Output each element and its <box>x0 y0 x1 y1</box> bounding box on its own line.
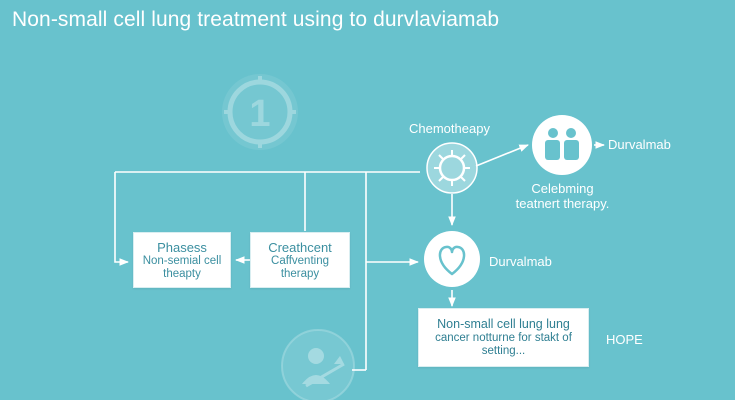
durvalmab-mid-label: Durvalmab <box>489 254 552 269</box>
creathcent-box: Creathcent Caffventing therapy <box>250 232 350 288</box>
creathcent-title: Creathcent <box>268 239 332 255</box>
outcome-line-1: Non-small cell lung lung <box>437 317 570 331</box>
hope-label: HOPE <box>606 332 643 347</box>
phases-line-2: theapty <box>163 267 201 280</box>
connector-lines <box>114 141 605 371</box>
heart-icon <box>424 231 480 287</box>
creathcent-line-1: Caffventing <box>271 254 329 267</box>
outcome-box: Non-small cell lung lung cancer notturne… <box>418 308 589 367</box>
outcome-line-3: setting... <box>481 345 526 357</box>
page-title: Non-small cell lung treatment using to d… <box>12 8 500 31</box>
phases-box: Phasess Non-semial cell theapty <box>133 232 231 288</box>
durvalmab-top-label: Durvalmab <box>608 137 671 152</box>
phases-line-1: Non-semial cell <box>142 254 222 267</box>
step-number: 1 <box>249 93 270 135</box>
people-icon <box>532 115 592 175</box>
person-arrow-icon <box>281 329 355 400</box>
creathcent-line-2: therapy <box>280 267 320 280</box>
numbered-clock-icon: 1 <box>222 74 298 150</box>
outcome-line-2: cancer notturne for stakt of <box>435 332 572 344</box>
celebrating-line-2: teatnert therapy. <box>515 196 610 211</box>
chemotherapy-label: Chemotheapy <box>409 121 490 136</box>
cell-icon <box>426 142 478 194</box>
phases-title: Phasess <box>157 239 207 255</box>
celebrating-line-1: Celebming <box>531 181 594 196</box>
celebrating-caption: Celebming teatnert therapy. <box>490 181 635 211</box>
